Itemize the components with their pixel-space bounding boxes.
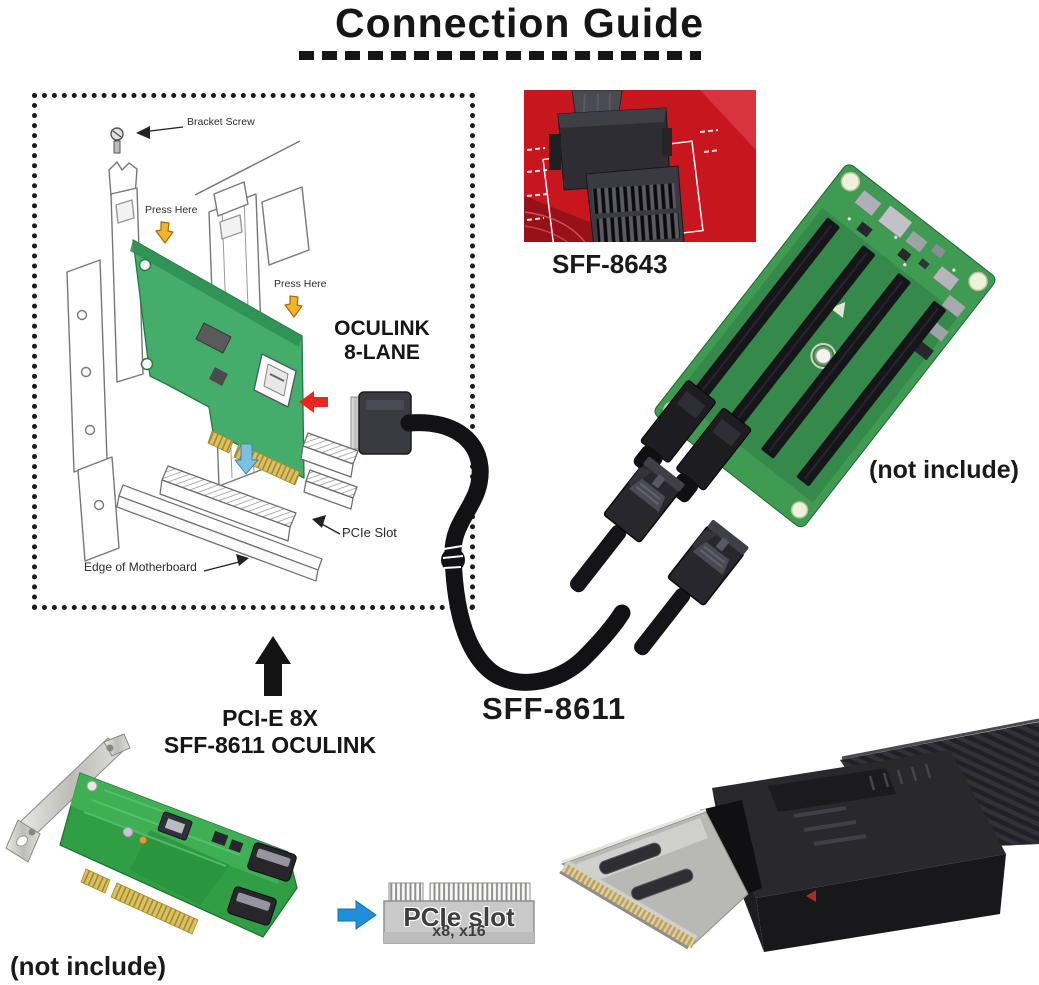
press-here-arrow-icon [284, 295, 303, 318]
up-arrow-icon [255, 636, 291, 696]
macro-gold-pins [559, 859, 698, 950]
oculink-cable [400, 414, 751, 691]
backplane-photo [633, 164, 996, 528]
adapter-chip [157, 811, 193, 841]
adapter-gold-edge [110, 882, 199, 935]
label-leader-lines [203, 515, 341, 572]
press-here-label-top: Press Here [145, 204, 198, 216]
pcie-slot-illustration [383, 882, 535, 944]
install-diagram-box [32, 93, 475, 610]
sff-8643-connector [549, 90, 685, 242]
install-drawing [66, 126, 412, 582]
slot-pin-strip [388, 882, 424, 903]
card-chip-small [209, 367, 228, 386]
motherboard-edge-plank-front [116, 495, 319, 582]
left-arrow-icon [299, 391, 328, 413]
card-chip [195, 322, 232, 354]
bracket-screw-leader [136, 126, 184, 139]
adapter-oculink-ports [227, 842, 297, 926]
backplane-components [810, 189, 966, 369]
cable-twist [441, 545, 465, 572]
adapter-bracket [5, 733, 131, 863]
insert-arrow-icon [234, 443, 259, 475]
green-card-drawing [130, 239, 305, 486]
macro-red-mark [806, 890, 816, 902]
backplane-slots [690, 218, 946, 486]
page-title: Connection Guide [334, 0, 705, 46]
sff-8611-caption: SFF-8611 [482, 691, 627, 726]
pcie-slot-drawing [116, 432, 359, 582]
adapter-card-photo [5, 733, 298, 938]
edge-of-motherboard-label: Edge of Motherboard [84, 560, 197, 574]
pcie-slot-illustration-sub: x8, x16 [432, 923, 486, 940]
title-underline [299, 51, 701, 60]
gold-fingers [207, 430, 234, 454]
oculink-8lane-label: OCULINK 8-LANE [334, 317, 430, 364]
bracket-screw-glyph [110, 127, 124, 154]
card-not-include-caption: (not include) [10, 951, 166, 981]
macro-metal-tip [560, 808, 749, 945]
sff-8643-plug-a [554, 455, 687, 606]
pcie-slot-illustration-title: PCIe slot [403, 902, 515, 932]
sff-8643-caption: SFF-8643 [552, 249, 668, 279]
backplane-not-include-caption: (not include) [869, 456, 1019, 484]
adapter-board [59, 772, 298, 938]
card-edge-shade [130, 240, 302, 347]
oculink-macro-photo [559, 718, 1039, 952]
slot-pin-strip [429, 882, 531, 903]
press-here-label-side: Press Here [274, 278, 327, 290]
adapter-caption: PCI-E 8X SFF-8611 OCULINK [163, 705, 377, 758]
press-here-arrow-icon [155, 221, 174, 244]
macro-connector-body [712, 750, 1006, 952]
sff-8643-photo [524, 90, 756, 242]
bracket-screw-label: Bracket Screw [187, 116, 255, 128]
guide-rail-line [194, 140, 301, 196]
right-arrow-icon [337, 900, 377, 930]
pcie-slot-label: PCIe Slot [342, 525, 397, 540]
adapter-gold-edge [80, 868, 111, 894]
